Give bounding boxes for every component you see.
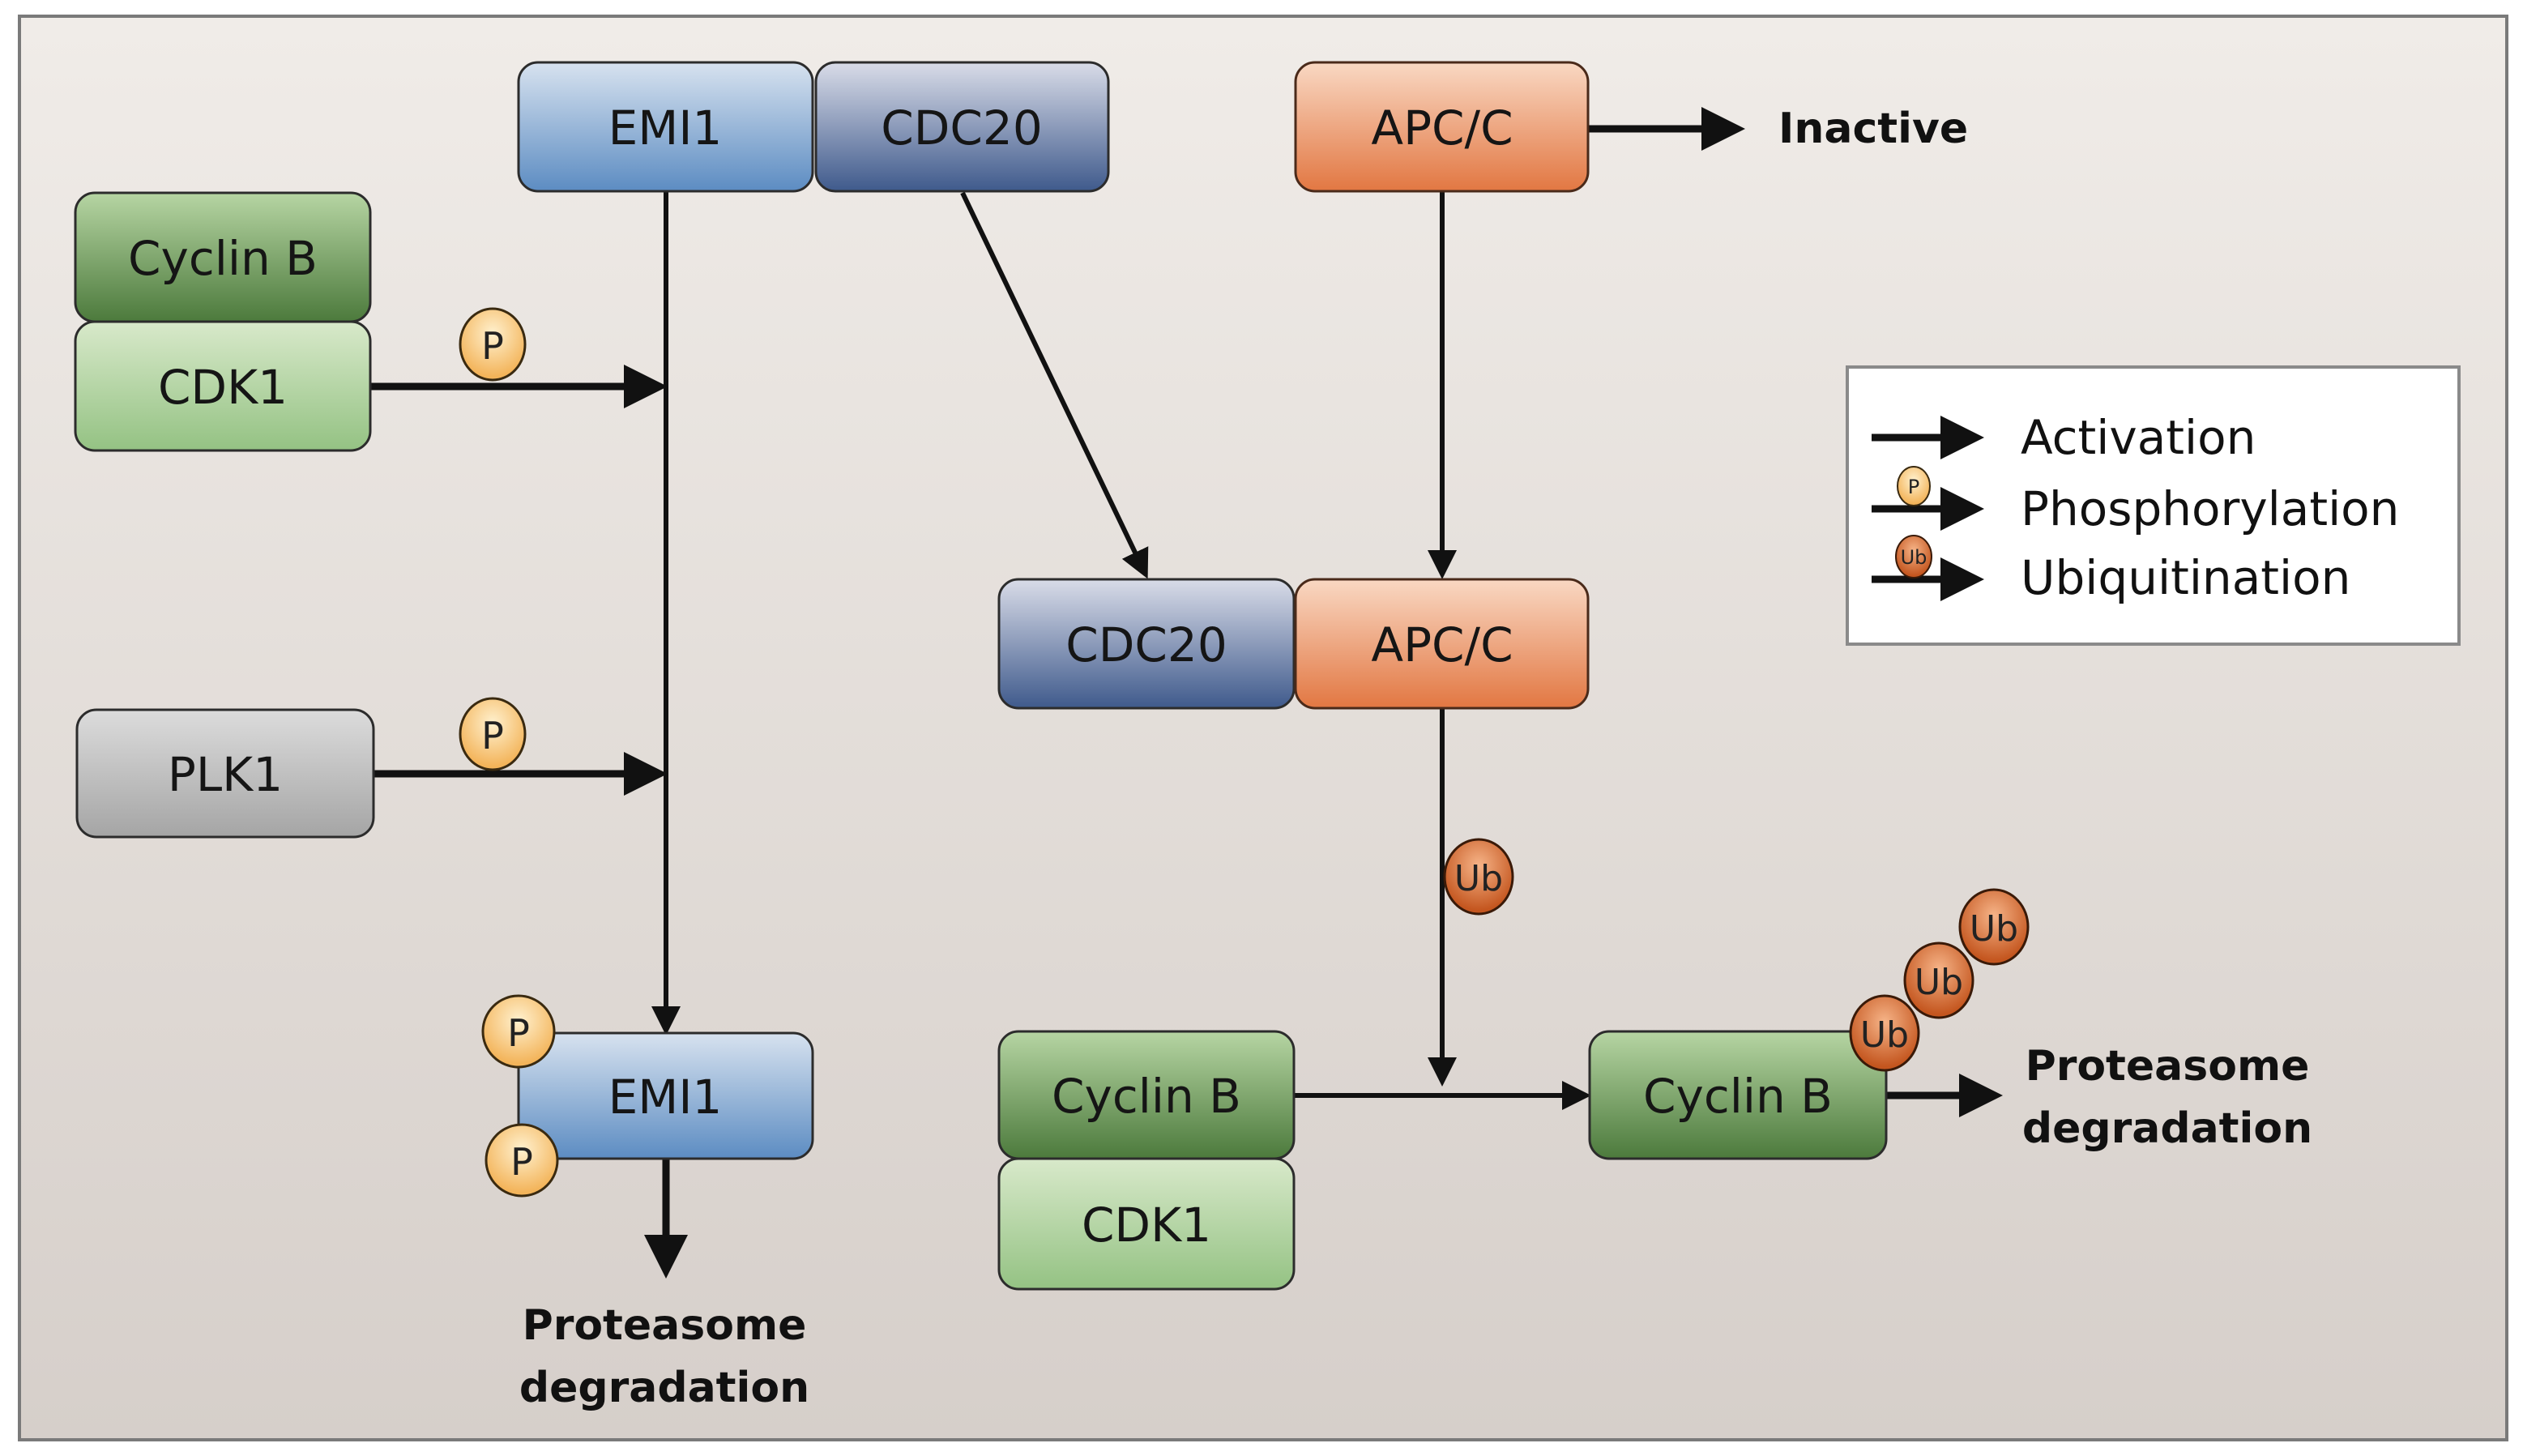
node-cyclinb-bottom: Cyclin B (997, 1030, 1296, 1160)
ubiquitin-icon: Ub (1903, 941, 1974, 1019)
inactive-label: Inactive (1778, 105, 1968, 153)
phospho-icon: P (481, 994, 556, 1069)
node-cdk1-bottom: CDK1 (997, 1157, 1296, 1291)
svg-text:Ub: Ub (1901, 546, 1927, 569)
node-label: PLK1 (168, 747, 283, 802)
ubiquitin-icon: Ub (1849, 994, 1920, 1072)
node-label: CDK1 (158, 360, 288, 415)
node-label: Cyclin B (1643, 1069, 1833, 1124)
legend-label: Ubiquitination (2021, 550, 2350, 605)
node-label: Cyclin B (1052, 1069, 1241, 1124)
svg-text:P: P (510, 1140, 533, 1184)
node-label: APC/C (1371, 100, 1513, 156)
svg-text:P: P (507, 1011, 530, 1055)
svg-text:P: P (481, 324, 504, 368)
node-label: APC/C (1371, 617, 1513, 672)
node-label: CDC20 (881, 100, 1042, 156)
legend-label: Phosphorylation (2021, 481, 2399, 536)
proteasome-label-right-line1: Proteasome (2026, 1042, 2310, 1091)
node-apcc-top: APC/C (1294, 61, 1590, 193)
node-emi1-top: EMI1 (517, 61, 814, 193)
phospho-icon: P (459, 307, 527, 382)
svg-text:Ub: Ub (1970, 908, 2018, 950)
node-cdk1-left: CDK1 (74, 320, 372, 452)
legend-item-ubiquitination: Ub Ubiquitination (1872, 535, 2350, 605)
node-cdc20-top: CDC20 (814, 61, 1110, 193)
node-cyclinb-left: Cyclin B (74, 191, 372, 323)
ubiquitin-icon: Ub (1958, 888, 2030, 966)
node-label: Cyclin B (128, 231, 318, 286)
node-apcc-mid: APC/C (1294, 578, 1590, 710)
svg-text:Ub: Ub (1454, 858, 1503, 899)
node-cyclinb-right: Cyclin B (1588, 1030, 1888, 1160)
proteasome-label-right-line2: degradation (2022, 1104, 2312, 1153)
node-label: CDK1 (1082, 1198, 1211, 1253)
node-cdc20-mid: CDC20 (997, 578, 1296, 710)
proteasome-label-left-line2: degradation (519, 1364, 809, 1412)
phospho-icon: P (459, 697, 527, 771)
svg-text:P: P (481, 714, 504, 758)
svg-text:Ub: Ub (1915, 962, 1963, 1003)
phospho-icon: P (485, 1123, 559, 1198)
node-emi1-bottom: EMI1 (517, 1031, 814, 1160)
node-label: EMI1 (608, 100, 723, 156)
svg-text:Ub: Ub (1860, 1014, 1909, 1056)
ubiquitin-icon: Ub (1895, 535, 1932, 579)
svg-text:P: P (1908, 476, 1919, 498)
edges (370, 107, 2003, 1279)
node-label: EMI1 (608, 1070, 723, 1125)
node-label: CDC20 (1065, 617, 1227, 672)
proteasome-label-left-line1: Proteasome (523, 1301, 807, 1350)
phospho-icon: P (1897, 466, 1931, 506)
legend: Activation P Phosphorylation Ub Ubiquiti… (1846, 365, 2461, 646)
edge-cdc20-to-complex (960, 191, 1149, 579)
legend-item-activation: Activation (1872, 410, 2256, 465)
legend-label: Activation (2021, 410, 2256, 465)
node-plk1: PLK1 (75, 708, 375, 839)
ubiquitin-icon: Ub (1443, 838, 1514, 916)
legend-item-phosphorylation: P Phosphorylation (1872, 466, 2399, 536)
